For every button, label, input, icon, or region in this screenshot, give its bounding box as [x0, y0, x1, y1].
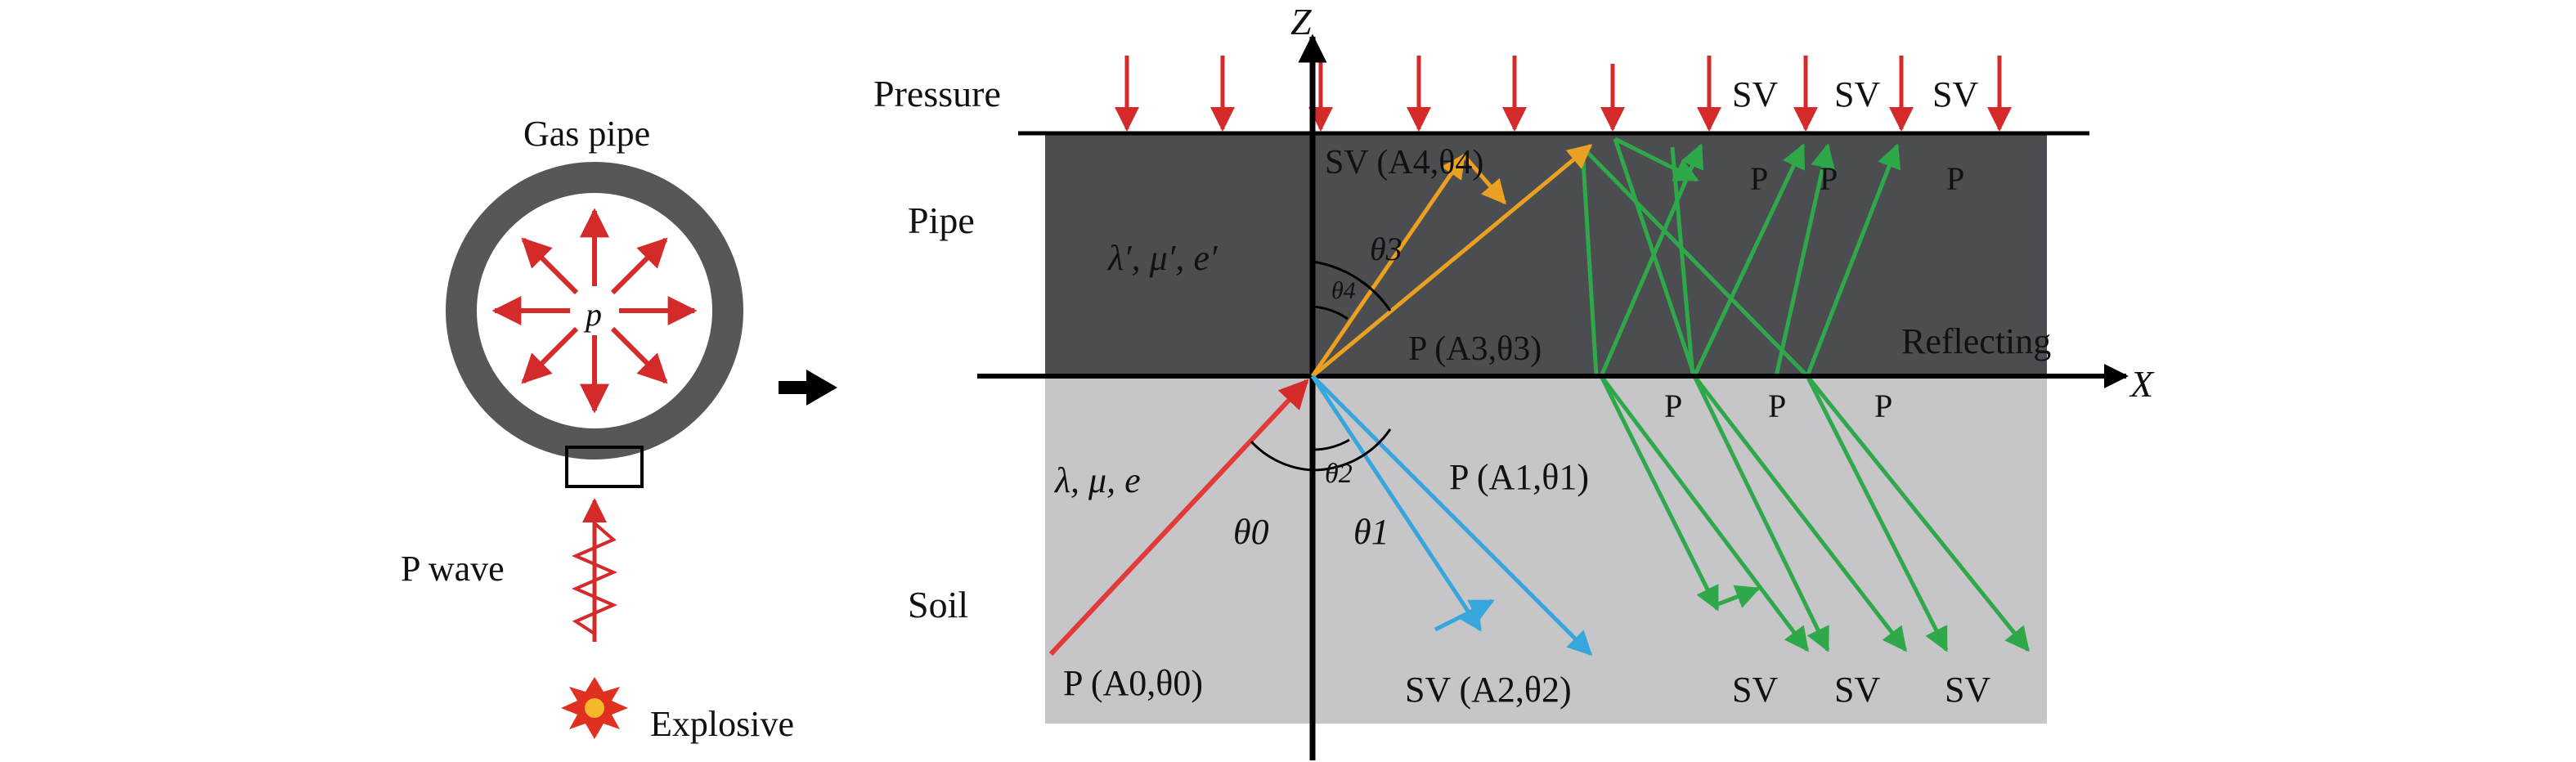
pipe-layer [1045, 132, 2047, 376]
z-axis-label: Z [1290, 1, 1312, 43]
bottom-sv-label: SV [1834, 670, 1880, 710]
top-sv-label: SV [1932, 74, 1978, 114]
top-p-label: P [1820, 160, 1838, 197]
refracted-sv-label: SV (A4,θ4) [1325, 144, 1483, 182]
interface-p-label: P [1874, 388, 1892, 424]
soil-label: Soil [908, 584, 968, 625]
top-p-label: P [1946, 160, 1964, 197]
top-sv-label: SV [1834, 74, 1880, 114]
top-p-label: P [1750, 160, 1768, 197]
theta4-label: θ4 [1331, 277, 1356, 304]
refracted-rays [1310, 144, 1593, 378]
theta3-label: θ3 [1370, 231, 1402, 267]
incident-p-label: P (A0,θ0) [1063, 663, 1203, 703]
interface-p-label: P [1768, 388, 1786, 424]
gas-pipe-cross-section: p [446, 162, 743, 488]
pipe-label: Pipe [908, 199, 975, 241]
angle-arcs [1250, 260, 1392, 472]
refracted-p-label: P (A3,θ3) [1408, 330, 1542, 368]
theta2-label: θ2 [1325, 459, 1353, 489]
reflected-sv-label: SV (A2,θ2) [1405, 670, 1572, 710]
explosive-label: Explosive [650, 704, 794, 744]
transition-arrow-icon [779, 370, 837, 406]
theta1-label: θ1 [1353, 512, 1389, 552]
internal-pressure-arrows [491, 208, 698, 414]
bottom-sv-label: SV [1945, 670, 1990, 710]
pipe-parameters: λ′, μ′, e′ [1106, 238, 1218, 278]
reflected-rays [1310, 374, 1593, 657]
pressure-label: Pressure [873, 73, 1001, 114]
x-axis-label: X [2129, 363, 2155, 405]
soil-parameters: λ, μ, e [1053, 460, 1141, 500]
p-wave-indicator [571, 498, 618, 642]
interface-p-label: P [1664, 388, 1682, 424]
incident-p-ray [1048, 379, 1309, 657]
pressure-symbol: p [583, 296, 602, 333]
reflecting-label: Reflecting [1901, 321, 2051, 361]
bottom-sv-label: SV [1732, 670, 1778, 710]
multiple-reflection-rays [1580, 137, 2030, 652]
top-sv-label: SV [1732, 74, 1778, 114]
reflected-p-label: P (A1,θ1) [1449, 457, 1589, 497]
soil-layer [1045, 376, 2047, 724]
theta0-label: θ0 [1233, 512, 1269, 552]
gas-pipe-label: Gas pipe [523, 114, 650, 154]
zoom-box [565, 446, 644, 488]
external-pressure-arrows [1115, 56, 2012, 132]
p-wave-label: P wave [401, 549, 505, 589]
